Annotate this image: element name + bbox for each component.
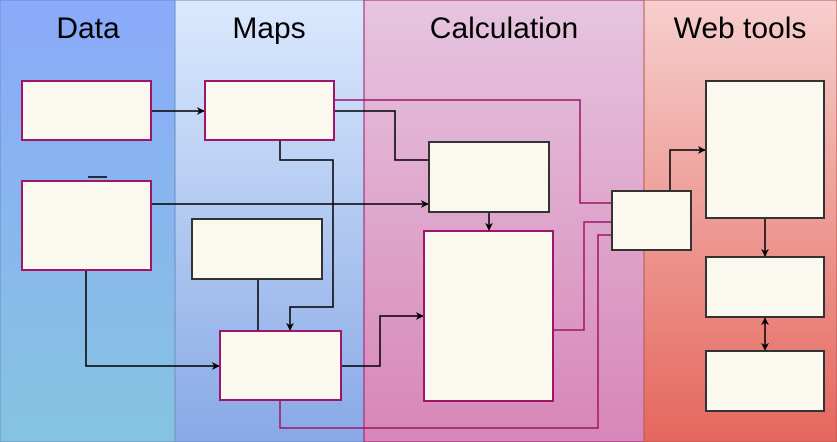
arrow-maps-to-calc-top xyxy=(334,110,429,161)
web-box-top xyxy=(705,80,825,219)
arrow-hub-to-web xyxy=(669,146,706,190)
magenta-connectors xyxy=(279,99,612,429)
boxes xyxy=(21,80,825,412)
maps-box-top xyxy=(204,80,335,141)
connector-maps-bottom-to-hub xyxy=(279,234,612,429)
arrow-maps-to-combine xyxy=(279,140,334,331)
calc-box-large xyxy=(423,230,554,402)
data-box-top xyxy=(21,80,152,141)
lane-title-data: Data xyxy=(56,12,120,45)
web-box-middle xyxy=(705,256,825,318)
arrow-combine-to-calc xyxy=(341,312,424,367)
maps-box-middle xyxy=(191,218,323,280)
lane-title-calculation: Calculation xyxy=(430,12,578,45)
web-box-bottom xyxy=(705,350,825,412)
connector-maps-top-to-hub xyxy=(334,99,612,204)
calc-box-top xyxy=(428,141,550,213)
black-connectors xyxy=(85,107,769,370)
hub-box xyxy=(611,190,692,251)
connector-calc-result-to-hub xyxy=(553,221,612,331)
lane-title-web-tools: Web tools xyxy=(674,12,807,45)
data-box-bottom xyxy=(21,180,152,271)
lane-title-maps: Maps xyxy=(232,12,305,45)
maps-box-bottom xyxy=(219,330,342,401)
arrow-data-to-combine xyxy=(85,270,220,370)
